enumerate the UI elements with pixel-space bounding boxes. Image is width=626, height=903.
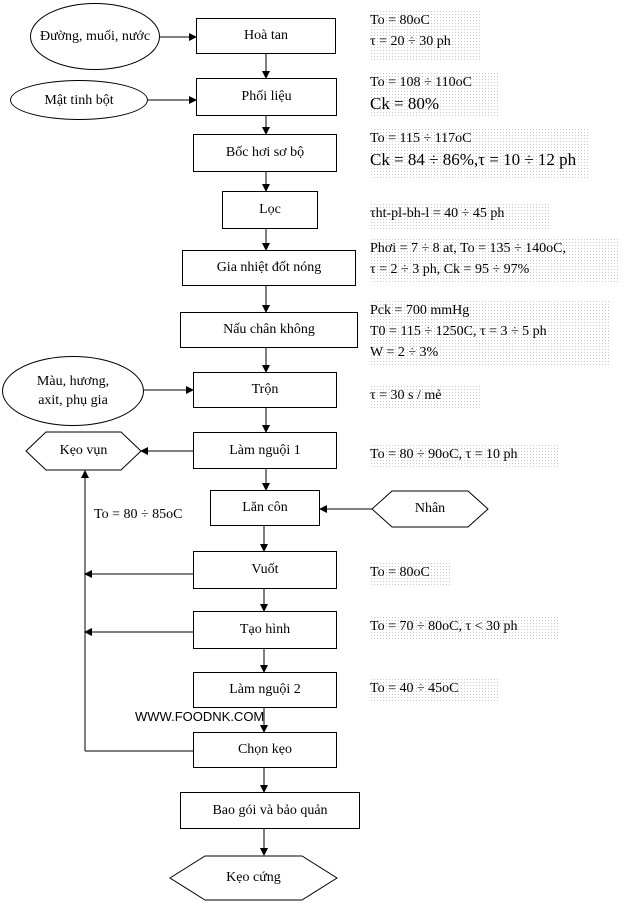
step-bao-goi: Bao gói và bảo quản — [180, 792, 360, 829]
input-mat-tinh-bot: Mật tinh bột — [10, 80, 148, 120]
nhan-label: Nhân — [414, 501, 446, 516]
param-text: W = 2 ÷ 3% — [370, 345, 439, 360]
param-text: To = 108 ÷ 110oC — [370, 75, 472, 90]
param-text: Ck = 84 ÷ 86%,τ = 10 ÷ 12 ph — [370, 150, 577, 169]
param-text: Pck = 700 mmHg — [370, 303, 470, 318]
step-hoa-tan: Hoà tan — [196, 18, 336, 54]
step-loc: Lọc — [222, 191, 318, 229]
input-mau-huong: Màu, hương, axit, phụ gia — [2, 356, 144, 426]
param-text: τ = 20 ÷ 30 ph — [370, 34, 451, 49]
param-text: τht-pl-bh-l = 40 ÷ 45 ph — [370, 206, 505, 221]
param-text: To = 80 ÷ 85oC — [94, 507, 183, 522]
step-tao-hinh: Tạo hình — [193, 611, 337, 649]
param-text: Ck = 80% — [370, 94, 440, 113]
param-text: To = 80 ÷ 90oC, τ = 10 ph — [370, 447, 518, 462]
param-text: To = 40 ÷ 45oC — [370, 681, 459, 696]
params-tron: τ = 30 s / mẻ — [370, 385, 480, 409]
params-tao-hinh: To = 70 ÷ 80oC, τ < 30 ph — [370, 616, 560, 640]
input-mat-tinh-bot-label: Mật tinh bột — [44, 92, 114, 108]
step-gia-nhiet-dot-nong: Gia nhiệt đốt nóng — [182, 250, 356, 286]
param-text: Phơi = 7 ÷ 8 at, To = 135 ÷ 140oC, — [370, 241, 566, 256]
keo-vun-label: Kẹo vụn — [59, 443, 108, 458]
params-boc-hoi: To = 115 ÷ 117oC Ck = 84 ÷ 86%,τ = 10 ÷ … — [370, 128, 590, 180]
params-lam-nguoi-2: To = 40 ÷ 45oC — [370, 678, 500, 702]
step-lam-nguoi-2: Làm nguội 2 — [193, 672, 337, 708]
param-text: To = 80oC — [370, 565, 430, 580]
hexagon-keo-vun — [25, 431, 142, 471]
step-nau-chan-khong: Nấu chân không — [180, 312, 358, 348]
step-vuot: Vuốt — [193, 551, 337, 589]
watermark-text: WWW.FOODNK.COM — [135, 709, 265, 724]
params-vuot: To = 80oC — [370, 562, 450, 586]
param-text: To = 80oC — [370, 13, 430, 28]
param-text: To = 115 ÷ 117oC — [370, 131, 472, 146]
hexagon-nhan — [371, 490, 489, 528]
params-gia-nhiet: Phơi = 7 ÷ 8 at, To = 135 ÷ 140oC, τ = 2… — [370, 238, 620, 284]
hexagon-keo-cung — [169, 855, 338, 901]
step-lan-con: Lăn côn — [210, 490, 320, 526]
step-boc-hoi-so-bo: Bốc hơi sơ bộ — [193, 134, 337, 172]
input-duong-label: Đường, muối, nước — [39, 29, 151, 44]
return-temperature-label: To = 80 ÷ 85oC — [94, 504, 198, 528]
param-text: τ = 30 s / mẻ — [370, 388, 442, 403]
params-lam-nguoi-1: To = 80 ÷ 90oC, τ = 10 ph — [370, 444, 560, 468]
params-hoa-tan: To = 80oC τ = 20 ÷ 30 ph — [370, 10, 480, 62]
step-chon-keo: Chọn kẹo — [193, 732, 337, 768]
params-nau-chan-khong: Pck = 700 mmHg T0 = 115 ÷ 1250C, τ = 3 ÷… — [370, 300, 610, 366]
step-tron: Trộn — [193, 372, 337, 408]
param-text: T0 = 115 ÷ 1250C, τ = 3 ÷ 5 ph — [370, 324, 547, 339]
step-lam-nguoi-1: Làm nguội 1 — [193, 432, 337, 469]
param-text: To = 70 ÷ 80oC, τ < 30 ph — [370, 619, 518, 634]
keo-cung-label: Kẹo cứng — [226, 870, 281, 885]
params-phoi-lieu: To = 108 ÷ 110oC Ck = 80% — [370, 72, 500, 118]
input-mau-huong-label: Màu, hương, axit, phụ gia — [36, 374, 110, 408]
param-text: τ = 2 ÷ 3 ph, Ck = 95 ÷ 97% — [370, 262, 530, 277]
step-phoi-lieu: Phối liệu — [196, 78, 337, 116]
input-duong-muoi-nuoc: Đường, muối, nước — [30, 3, 160, 70]
params-loc: τht-pl-bh-l = 40 ÷ 45 ph — [370, 203, 550, 229]
